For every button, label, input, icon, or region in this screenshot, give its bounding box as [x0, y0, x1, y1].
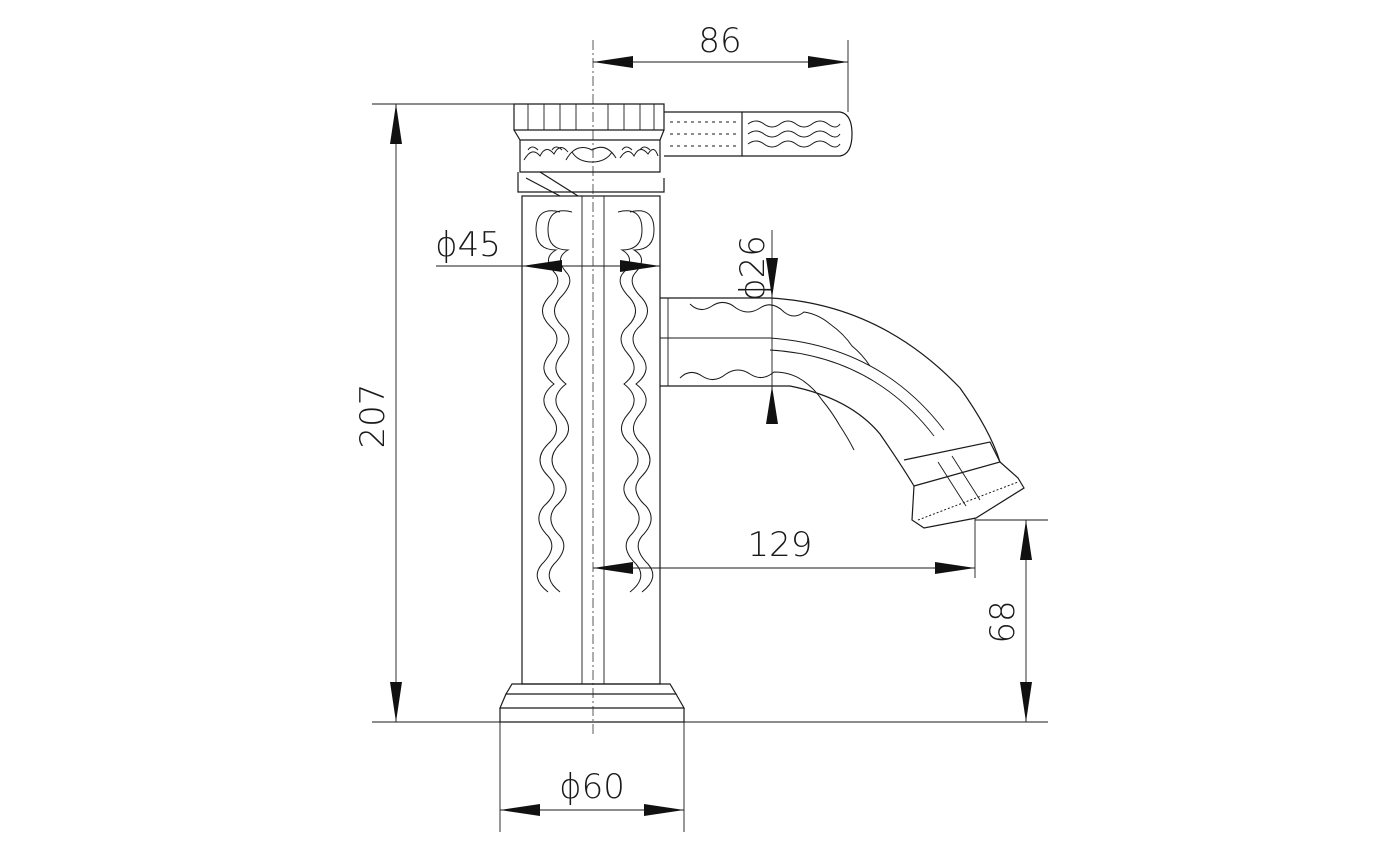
dimension-129 [593, 518, 976, 578]
dimension-label-diameter-45: ϕ45 [435, 225, 501, 265]
dimension-label-diameter-26: ϕ26 [733, 235, 773, 301]
dimension-diameter-45 [436, 260, 660, 272]
dimension-86 [593, 40, 849, 112]
dimension-label-129: 129 [748, 525, 813, 565]
dimension-label-diameter-60: ϕ60 [559, 767, 625, 807]
handle-cap [513, 103, 665, 197]
faucet-base [499, 683, 686, 723]
faucet-body [521, 195, 661, 685]
dimension-label-207: 207 [353, 384, 393, 449]
dimension-68 [975, 519, 1048, 722]
dimension-diameter-26 [766, 230, 778, 424]
faucet-spout [659, 297, 1025, 529]
dimension-207 [372, 103, 1048, 723]
dimension-label-68: 68 [983, 600, 1023, 643]
dimension-label-86: 86 [698, 21, 741, 61]
lever-handle [664, 111, 853, 157]
dimension-diameter-60 [499, 722, 685, 832]
